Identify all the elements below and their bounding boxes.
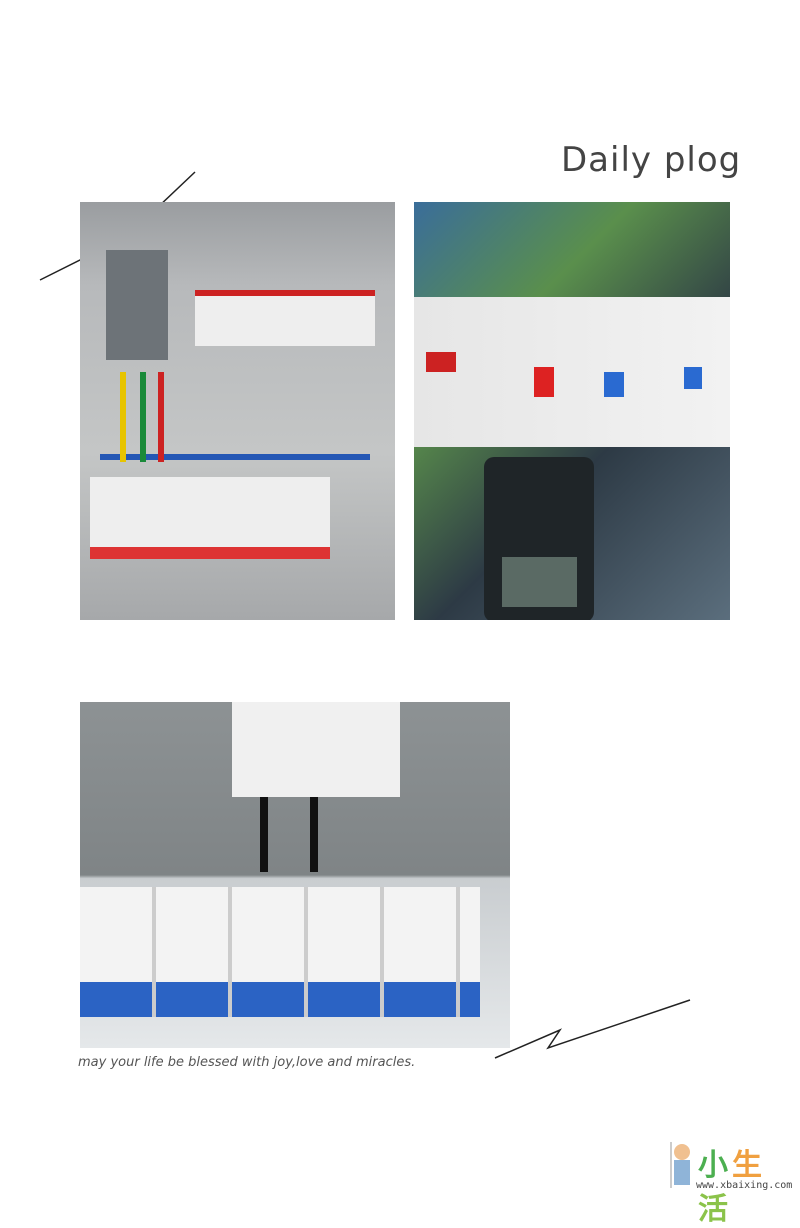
breaker-multimeter-photo [414,202,730,620]
breaker-row-photo [80,702,510,1048]
watermark-url: www.xbaixing.com [696,1180,793,1191]
distribution-box-photo [80,202,395,620]
page-title: Daily plog [561,140,742,180]
farmer-icon [670,1142,690,1188]
caption: may your life be blessed with joy,love a… [78,1055,416,1070]
watermark-logo: 小生活 www.xbaixing.com [668,1140,793,1227]
